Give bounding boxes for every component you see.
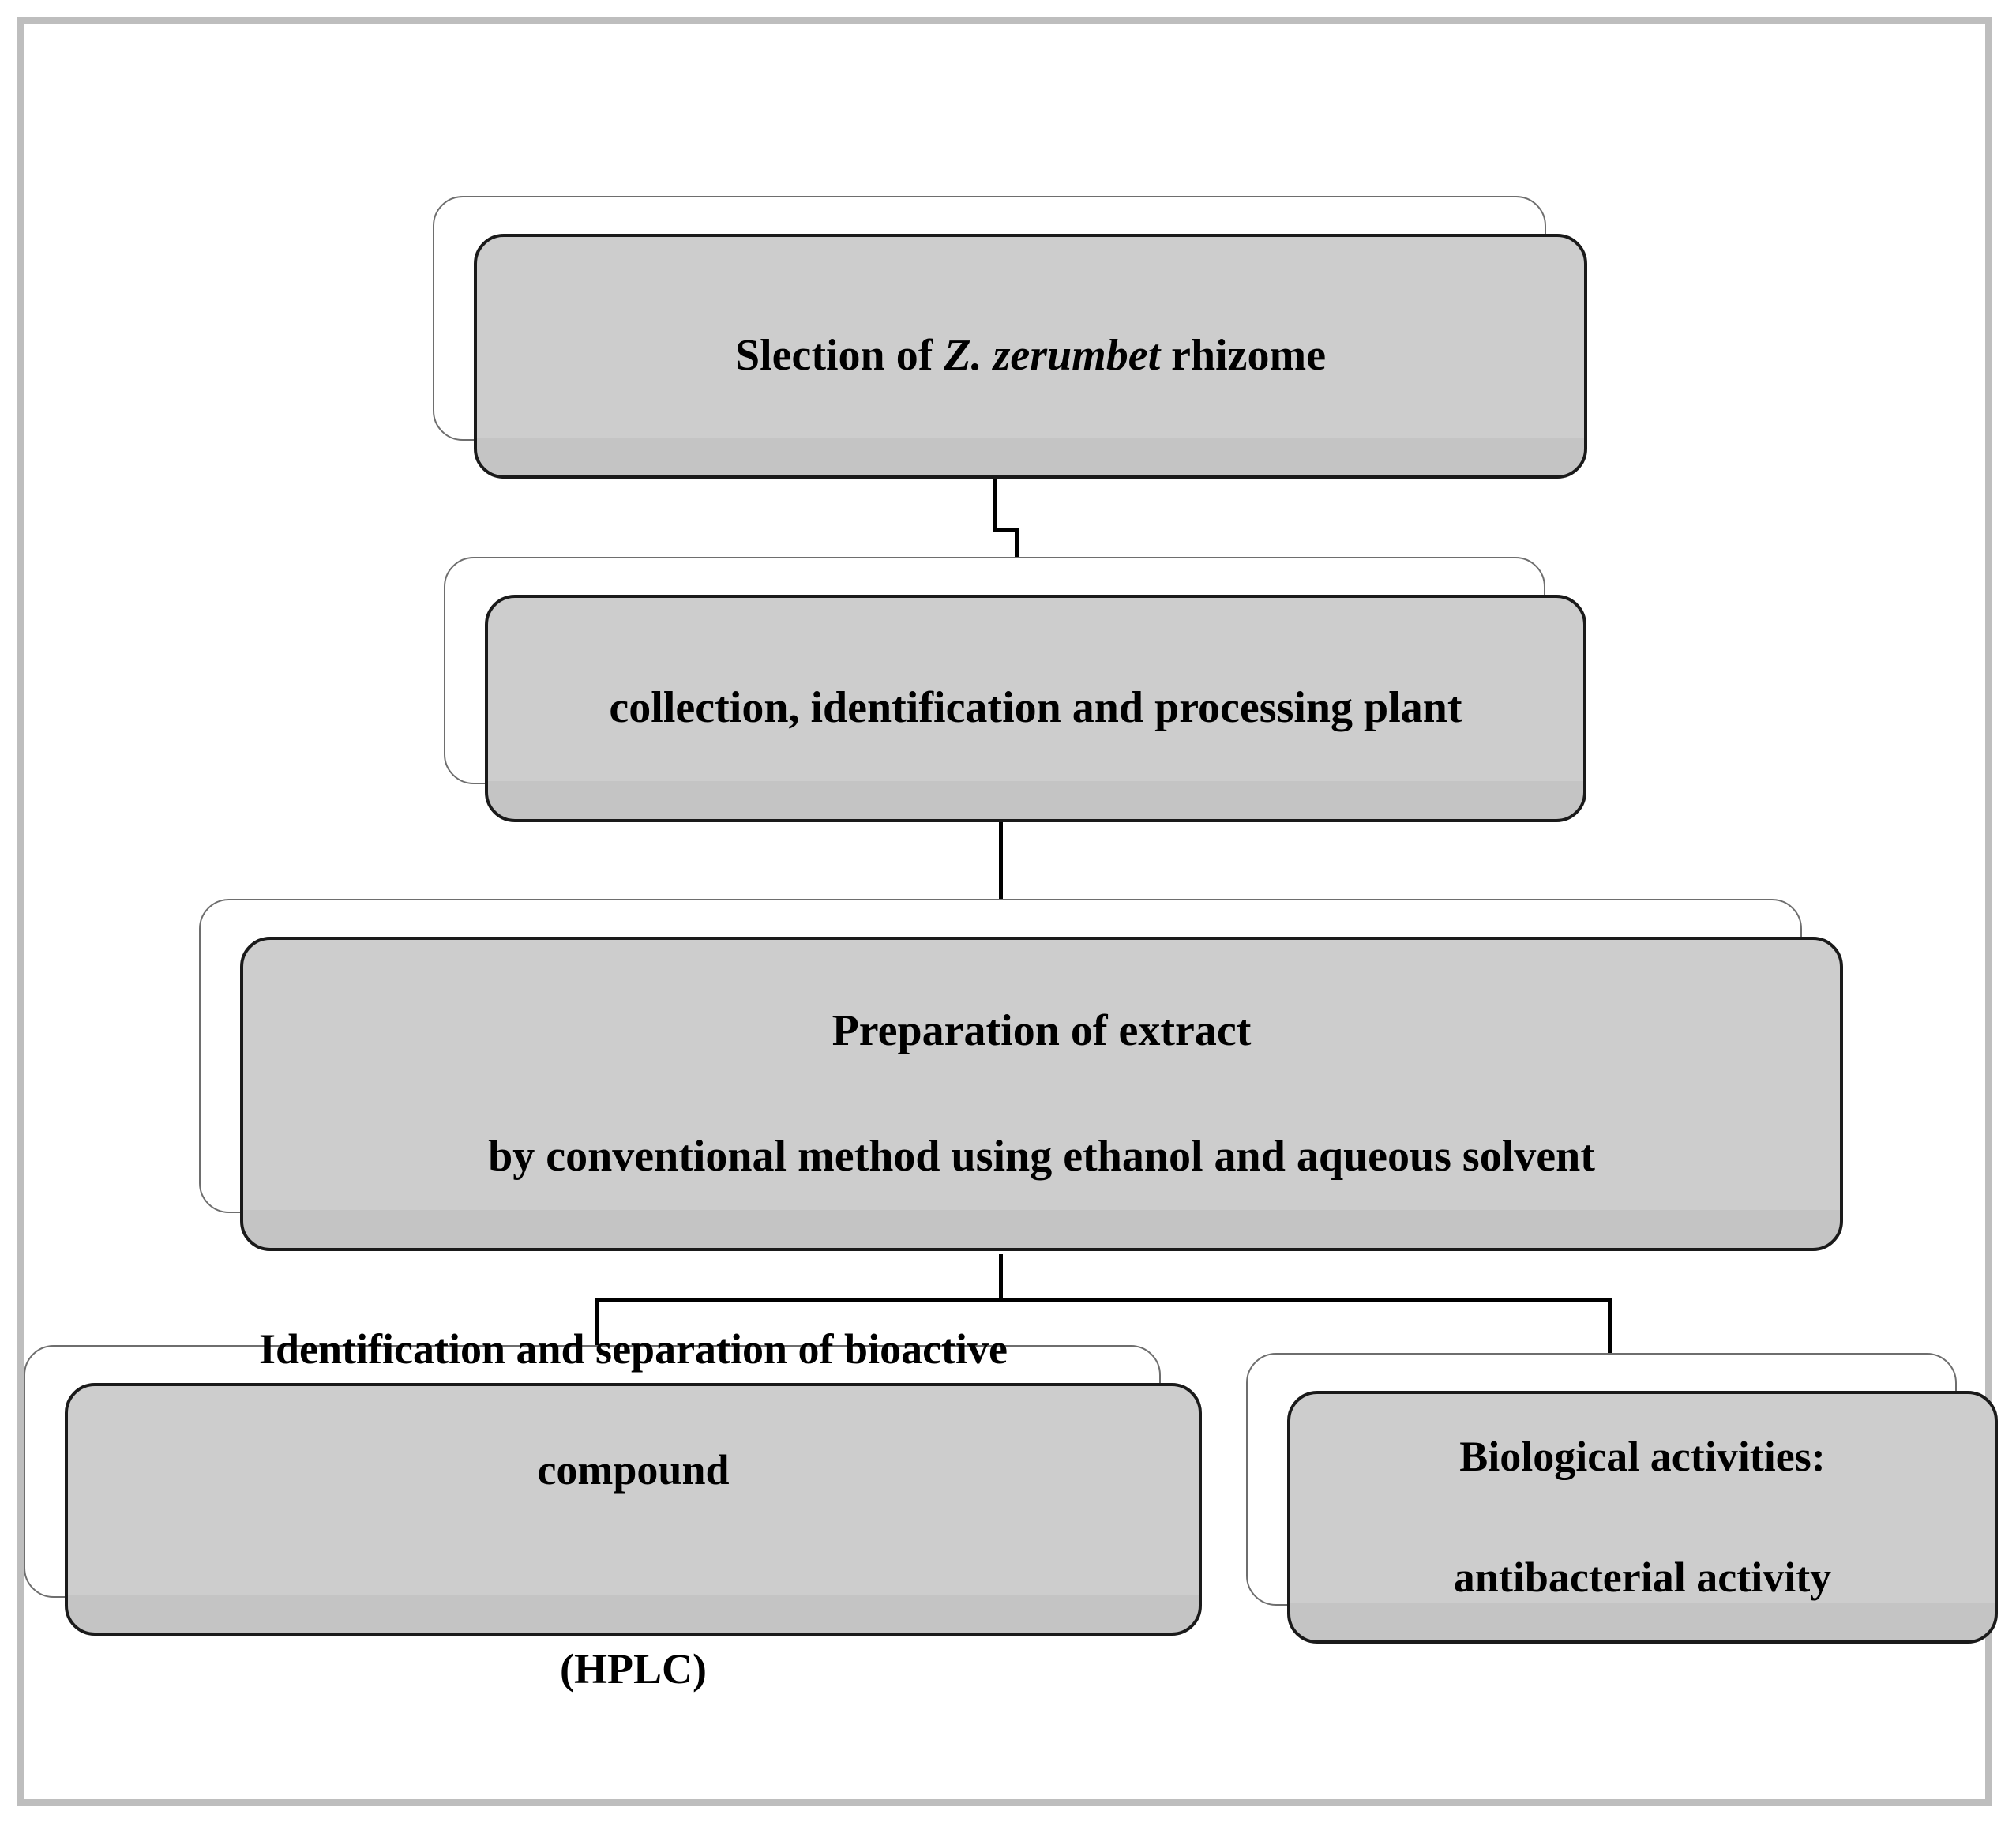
node-biological-label: Biological activities: antibacterial act… <box>1427 1366 1858 1668</box>
connector-branch-drop-left <box>595 1298 599 1385</box>
node-preparation-line2: by conventional method using ethanol and… <box>488 1131 1595 1181</box>
node-identification-label: Identification and separation of bioacti… <box>232 1258 1034 1760</box>
node-identification-line1: Identification and separation of bioacti… <box>258 1325 1008 1373</box>
node-biological-line1: Biological activities: <box>1459 1433 1826 1480</box>
node-inner-shade <box>488 781 1583 819</box>
node-identification-separation-hplc[interactable]: Identification and separation of bioacti… <box>24 1325 1202 1693</box>
connector-collection-to-preparation <box>999 822 1003 904</box>
node-selection-of-rhizome[interactable]: Slection of Z. zerumbet rhizome <box>433 196 1587 479</box>
node-preparation-line1: Preparation of extract <box>832 1005 1252 1055</box>
node-identification-line3: (HPLC) <box>560 1645 707 1693</box>
node-front-shape: Slection of Z. zerumbet rhizome <box>474 234 1587 479</box>
connector-selection-to-collection-seg3 <box>1015 528 1019 562</box>
page-border-frame <box>17 17 1992 1806</box>
connector-selection-to-collection-seg2 <box>993 528 1019 532</box>
connector-branch-drop-right <box>1608 1298 1612 1385</box>
node-selection-text-prefix: Slection of <box>734 331 944 381</box>
node-preparation-label: Preparation of extract by conventional m… <box>461 937 1622 1251</box>
node-selection-species-italic: Z. zerumbet <box>944 331 1161 381</box>
node-biological-line2: antibacterial activity <box>1453 1554 1832 1602</box>
node-front-shape: Identification and separation of bioacti… <box>65 1325 1202 1693</box>
node-inner-shade <box>477 438 1584 475</box>
node-selection-label: Slection of Z. zerumbet rhizome <box>708 325 1353 388</box>
node-collection-identification-processing[interactable]: collection, identification and processin… <box>444 557 1586 822</box>
node-biological-activities[interactable]: Biological activities: antibacterial act… <box>1246 1353 1998 1644</box>
node-preparation-of-extract[interactable]: Preparation of extract by conventional m… <box>199 899 1843 1251</box>
node-selection-text-suffix: rhizome <box>1160 331 1327 381</box>
connector-preparation-branch-stem <box>999 1254 1003 1302</box>
node-front-shape: Biological activities: antibacterial act… <box>1287 1391 1998 1644</box>
node-collection-label: collection, identification and processin… <box>609 683 1462 733</box>
node-front-shape: collection, identification and processin… <box>485 595 1586 822</box>
connector-selection-to-collection-seg1 <box>993 479 997 532</box>
connector-preparation-branch-bus <box>595 1298 1612 1302</box>
node-identification-line2: compound <box>537 1446 730 1494</box>
node-front-shape: Preparation of extract by conventional m… <box>240 937 1843 1251</box>
